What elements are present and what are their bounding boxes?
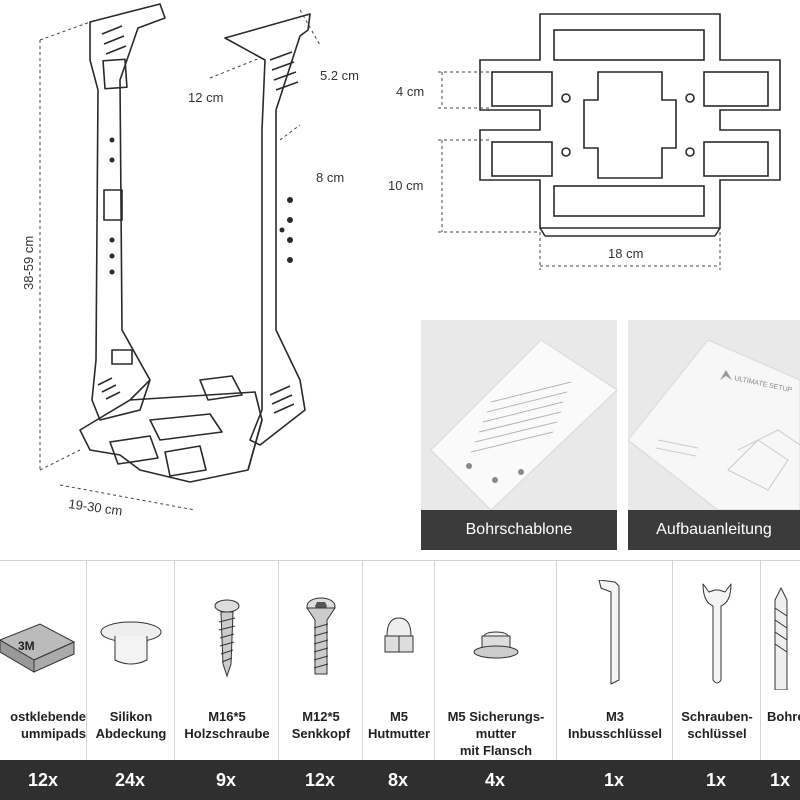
part-name: M5 Sicherungs- mutter mit Flansch — [447, 709, 545, 758]
countersunk-screw-icon — [306, 597, 336, 675]
part-countersunk-screw: M12*5 Senkkopf — [278, 560, 363, 760]
part-name: M12*5 Senkkopf — [291, 709, 351, 741]
bracket-diagram: 38-59 cm 19-30 cm 12 cm 5.2 cm 8 cm — [21, 3, 359, 519]
wood-screw-icon — [214, 599, 240, 678]
flange-nut-icon — [473, 631, 519, 659]
drill-bit-icon — [774, 586, 788, 690]
plate-width-label: 18 cm — [608, 246, 643, 261]
qty-silicone-cap: 24x — [114, 770, 146, 790]
drilling-template-card: Bohrschablone — [421, 320, 617, 550]
part-wrench: Schrauben- schlüssel — [672, 560, 761, 760]
part-tape-pads: 3M ostklebende ummipads — [0, 560, 86, 760]
qty-wrench: 1x — [705, 770, 727, 790]
plate-span-label: 10 cm — [388, 178, 423, 193]
part-silicone-cap: Silikon Abdeckung — [86, 560, 175, 760]
qty-countersunk-screw: 12x — [304, 770, 336, 790]
part-name: Silikon Abdeckung — [95, 709, 167, 741]
silicone-cap-icon — [100, 621, 162, 665]
part-drill-bit: Bohre — [760, 560, 800, 760]
qty-cap-nut: 8x — [387, 770, 409, 790]
part-flange-nut: M5 Sicherungs- mutter mit Flansch — [434, 560, 557, 760]
top-depth-label: 5.2 cm — [320, 68, 359, 83]
brand-logo-icon — [720, 370, 732, 380]
quantity-bar: 12x 24x 9x 12x 8x 4x 1x 1x 1x — [0, 760, 800, 800]
assembly-manual-image: ULTIMATE SETUP — [628, 339, 800, 510]
mounting-plate-diagram: 4 cm 10 cm 18 cm — [388, 13, 781, 270]
top-width-label: 12 cm — [188, 90, 223, 105]
width-range-label: 19-30 cm — [68, 496, 124, 518]
qty-allen-key: 1x — [603, 770, 625, 790]
tape-pad-icon: 3M — [0, 623, 76, 673]
wrench-icon — [702, 583, 732, 684]
part-name: M16*5 Holzschraube — [184, 709, 270, 741]
part-name: Schrauben- schlüssel — [681, 709, 753, 741]
part-cap-nut: M5 Hutmutter — [362, 560, 435, 760]
drilling-template-image — [430, 339, 617, 510]
plate-gap-label: 4 cm — [396, 84, 424, 99]
parts-list: 3M ostklebende ummipads Silikon Abdeckun… — [0, 560, 800, 760]
part-name: M3 Inbusschlüssel — [568, 709, 662, 741]
cap-nut-icon — [384, 617, 414, 653]
qty-tape-pads: 12x — [27, 770, 59, 790]
part-name: M5 Hutmutter — [367, 709, 431, 741]
part-name: Bohre — [767, 709, 800, 724]
drilling-template-label: Bohrschablone — [421, 510, 617, 550]
height-label: 38-59 cm — [21, 236, 36, 290]
qty-flange-nut: 4x — [484, 770, 506, 790]
qty-drill-bit: 1x — [769, 770, 791, 790]
assembly-manual-card: ULTIMATE SETUP Aufbauanleitung — [628, 320, 800, 550]
part-allen-key: M3 Inbusschlüssel — [556, 560, 673, 760]
assembly-manual-label: Aufbauanleitung — [628, 510, 800, 550]
qty-wood-screw: 9x — [215, 770, 237, 790]
allen-key-icon — [598, 580, 620, 685]
tape-3m-label: 3M — [18, 639, 35, 653]
mid-width-label: 8 cm — [316, 170, 344, 185]
part-wood-screw: M16*5 Holzschraube — [174, 560, 279, 760]
part-name: ostklebende ummipads — [10, 709, 86, 741]
